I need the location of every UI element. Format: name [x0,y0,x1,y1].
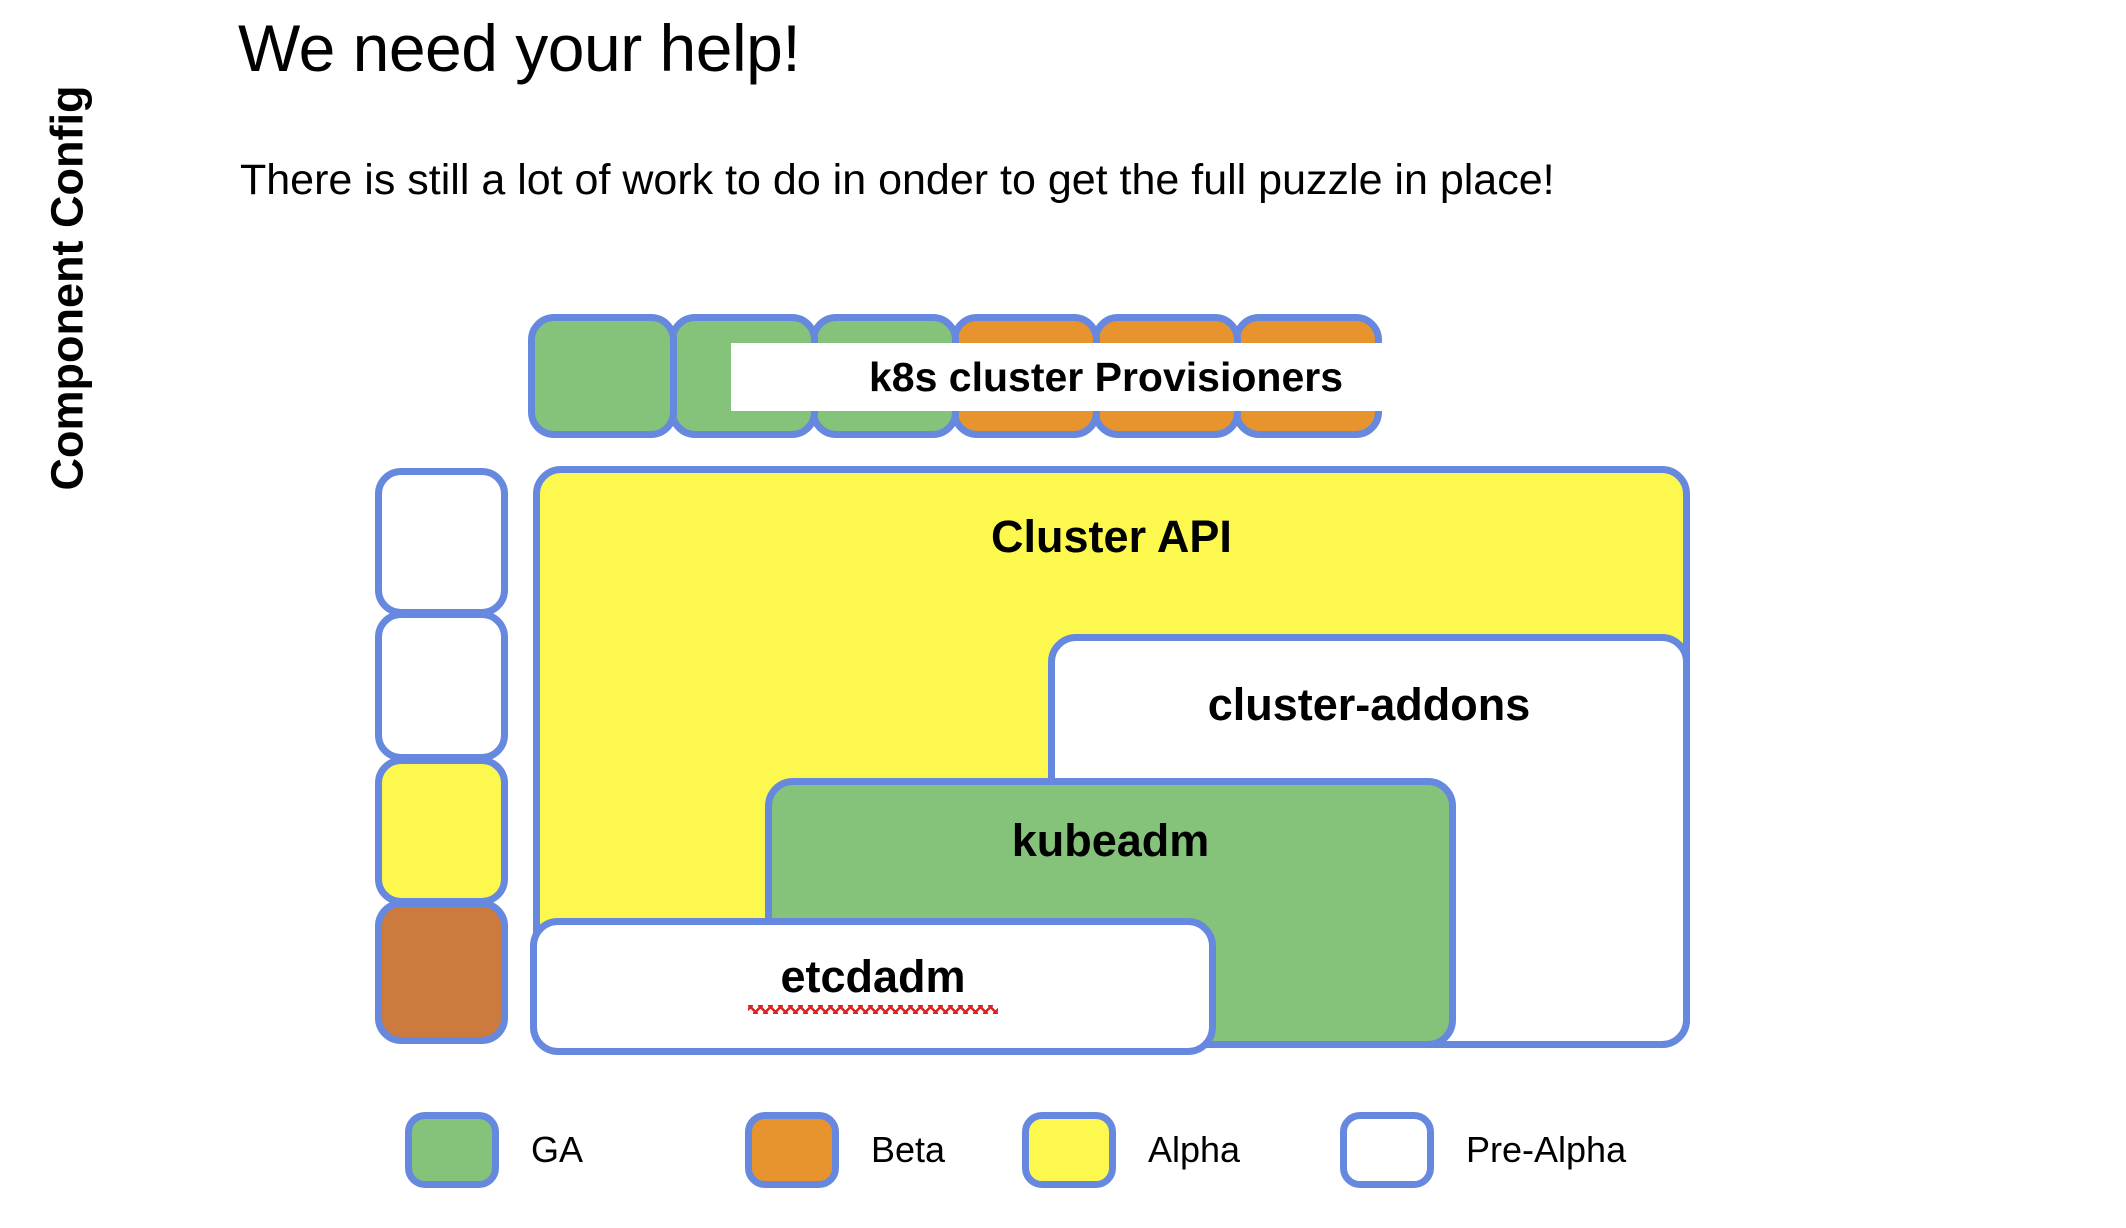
kubeadm-label: kubeadm [1011,815,1210,866]
maturity-legend: GA Beta Alpha Pre-Alpha [0,1110,2126,1200]
legend-swatch-prealpha [1340,1112,1434,1188]
component-config-label: Component Config [28,18,106,558]
component-config-label-text: Component Config [41,85,93,491]
provisioner-row-label-text: k8s cluster Provisioners [868,353,1344,400]
cluster-addons-label: cluster-addons [1207,679,1531,730]
legend-swatch-alpha [1022,1112,1116,1188]
cluster-api-label: Cluster API [991,511,1232,562]
page-title: We need your help! [238,11,801,85]
provisioner-pill-1-ga [528,314,677,438]
component-config-cell-1-prealpha [375,468,508,616]
etcdadm-label: etcdadm [780,951,966,1002]
legend-item-alpha: Alpha [1022,1110,1240,1190]
component-config-cell-3-alpha [375,757,508,905]
legend-item-ga: GA [405,1110,583,1190]
legend-label-prealpha: Pre-Alpha [1466,1129,1627,1170]
legend-label-alpha: Alpha [1148,1129,1241,1170]
component-config-cell-2-prealpha [375,611,508,761]
legend-item-prealpha: Pre-Alpha [1340,1110,1626,1190]
legend-swatch-beta [745,1112,839,1188]
component-config-column [375,468,508,1044]
spellcheck-underline-icon [748,1005,998,1014]
legend-label-beta: Beta [871,1129,946,1170]
legend-swatch-ga [405,1112,499,1188]
provisioner-row-label: k8s cluster Provisioners [731,343,1481,411]
legend-item-beta: Beta [745,1110,945,1190]
legend-label-ga: GA [531,1129,584,1170]
provisioner-pill-8-pre-alpha [1515,314,1664,438]
etcdadm-box: etcdadm [530,918,1216,1055]
page-subtitle: There is still a lot of work to do in on… [240,156,1555,204]
component-config-cell-4-beta [375,900,508,1044]
